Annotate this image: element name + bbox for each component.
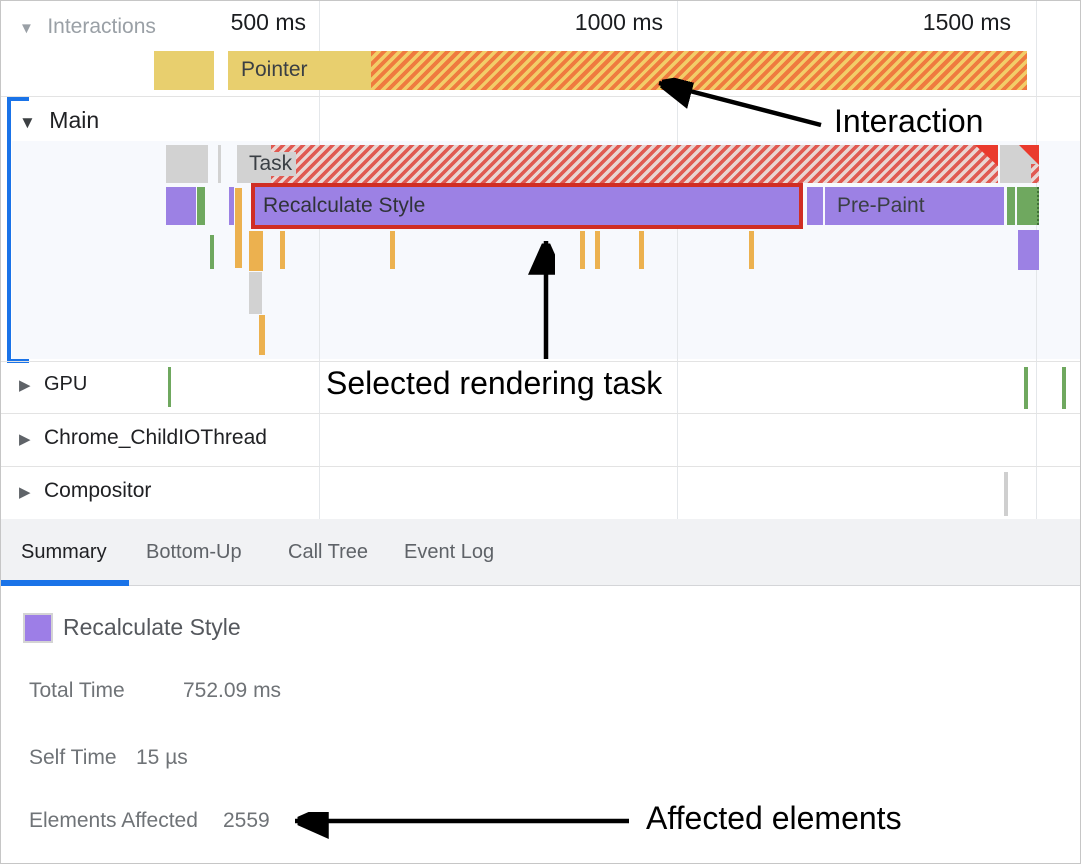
summary-row-value: 2559 [223, 809, 270, 832]
pointer-bar-label: Pointer [241, 58, 308, 81]
selected-tab-underline [1, 580, 129, 586]
paint-bar-small[interactable] [1017, 187, 1039, 225]
script-bar-small[interactable] [249, 231, 263, 271]
script-tick[interactable] [280, 231, 285, 269]
summary-row-value: 15 µs [136, 746, 188, 769]
gpu-activity-tick[interactable] [1024, 367, 1028, 409]
script-tick[interactable] [749, 231, 754, 269]
task-bar-short[interactable] [166, 145, 208, 183]
interaction-event-bar[interactable] [154, 51, 214, 90]
long-task-bar[interactable]: Task [237, 145, 998, 183]
style-recalc-bar-small[interactable] [807, 187, 823, 225]
annotation-selected-task: Selected rendering task [326, 365, 663, 401]
interactions-track-label: Interactions [47, 15, 156, 38]
style-recalc-bar-small[interactable] [166, 187, 196, 225]
expand-triangle-icon[interactable]: ▶ [19, 377, 31, 394]
gpu-track-label: GPU [44, 373, 88, 395]
ruler-gridline [319, 1, 320, 519]
collapse-triangle-icon[interactable]: ▼ [19, 20, 34, 37]
selected-recalculate-style-bar[interactable]: Recalculate Style [251, 183, 803, 229]
summary-row-value: 752.09 ms [183, 679, 282, 702]
track-separator [1, 413, 1080, 414]
selected-track-bracket [7, 97, 11, 363]
annotation-interaction: Interaction [834, 103, 984, 139]
summary-row-label: Total Time [29, 679, 125, 702]
summary-row-label: Elements Affected [29, 809, 198, 832]
paint-bar-small[interactable] [197, 187, 205, 225]
ruler-tick-label: 1000 ms [574, 9, 663, 35]
style-recalc-tick[interactable] [229, 187, 234, 225]
tab-summary[interactable]: Summary [21, 541, 107, 563]
selected-bar-label: Recalculate Style [263, 194, 426, 217]
task-bar-tiny[interactable] [218, 145, 221, 183]
pointer-bar-striped-segment [371, 51, 1027, 90]
collapse-triangle-icon[interactable]: ▼ [19, 113, 36, 132]
annotation-affected-elements: Affected elements [646, 800, 902, 836]
main-track-label: Main [49, 107, 100, 133]
script-tick[interactable] [595, 231, 600, 269]
long-task-warning-triangle-icon [1019, 145, 1039, 165]
childio-track-label: Chrome_ChildIOThread [44, 426, 267, 449]
style-recalc-bar-small[interactable] [1018, 230, 1039, 270]
task-bar-label: Task [249, 152, 297, 176]
pre-paint-bar[interactable]: Pre-Paint [825, 187, 1004, 225]
main-track-header[interactable]: ▼ Main [19, 107, 99, 134]
pre-paint-bar-label: Pre-Paint [837, 194, 925, 217]
task-striped-sliver [1031, 164, 1039, 183]
compositor-activity-tick[interactable] [1004, 472, 1008, 516]
compositor-track-label: Compositor [44, 479, 152, 502]
script-tick[interactable] [639, 231, 644, 269]
task-child-bar[interactable] [249, 272, 262, 314]
summary-event-title: Recalculate Style [63, 614, 241, 640]
script-tick[interactable] [580, 231, 585, 269]
script-tick[interactable] [390, 231, 395, 269]
long-task-striped-segment [271, 145, 998, 183]
expand-triangle-icon[interactable]: ▶ [19, 484, 31, 501]
gpu-track-header[interactable]: ▶ GPU [19, 373, 87, 396]
script-tick[interactable] [235, 188, 242, 268]
interactions-track-header[interactable]: ▼ Interactions [19, 15, 156, 39]
ruler-gridline [677, 1, 678, 519]
track-separator [1, 96, 1080, 97]
expand-triangle-icon[interactable]: ▶ [19, 431, 31, 448]
childio-track-header[interactable]: ▶ Chrome_ChildIOThread [19, 426, 267, 450]
ruler-tick-label: 500 ms [230, 9, 306, 35]
track-separator [1, 466, 1080, 467]
pointer-interaction-bar[interactable]: Pointer [228, 51, 1027, 90]
gpu-activity-tick[interactable] [168, 367, 171, 407]
ruler-tick-label: 1500 ms [922, 9, 1011, 35]
tab-call-tree[interactable]: Call Tree [288, 541, 369, 563]
tab-event-log[interactable]: Event Log [404, 541, 495, 563]
details-tab-bar [1, 519, 1080, 586]
script-tick[interactable] [259, 315, 265, 355]
track-separator [1, 361, 1080, 362]
event-color-swatch [23, 613, 53, 643]
compositor-track-header[interactable]: ▶ Compositor [19, 479, 151, 503]
paint-tick[interactable] [1007, 187, 1015, 225]
selected-track-bracket-top [7, 97, 29, 101]
pointer-bar-solid-segment [228, 51, 371, 90]
tab-bottom-up[interactable]: Bottom-Up [146, 541, 242, 563]
summary-row-label: Self Time [29, 746, 117, 769]
long-task-warning-triangle-icon [975, 145, 998, 166]
paint-tick[interactable] [210, 235, 214, 269]
gpu-activity-tick[interactable] [1062, 367, 1066, 409]
